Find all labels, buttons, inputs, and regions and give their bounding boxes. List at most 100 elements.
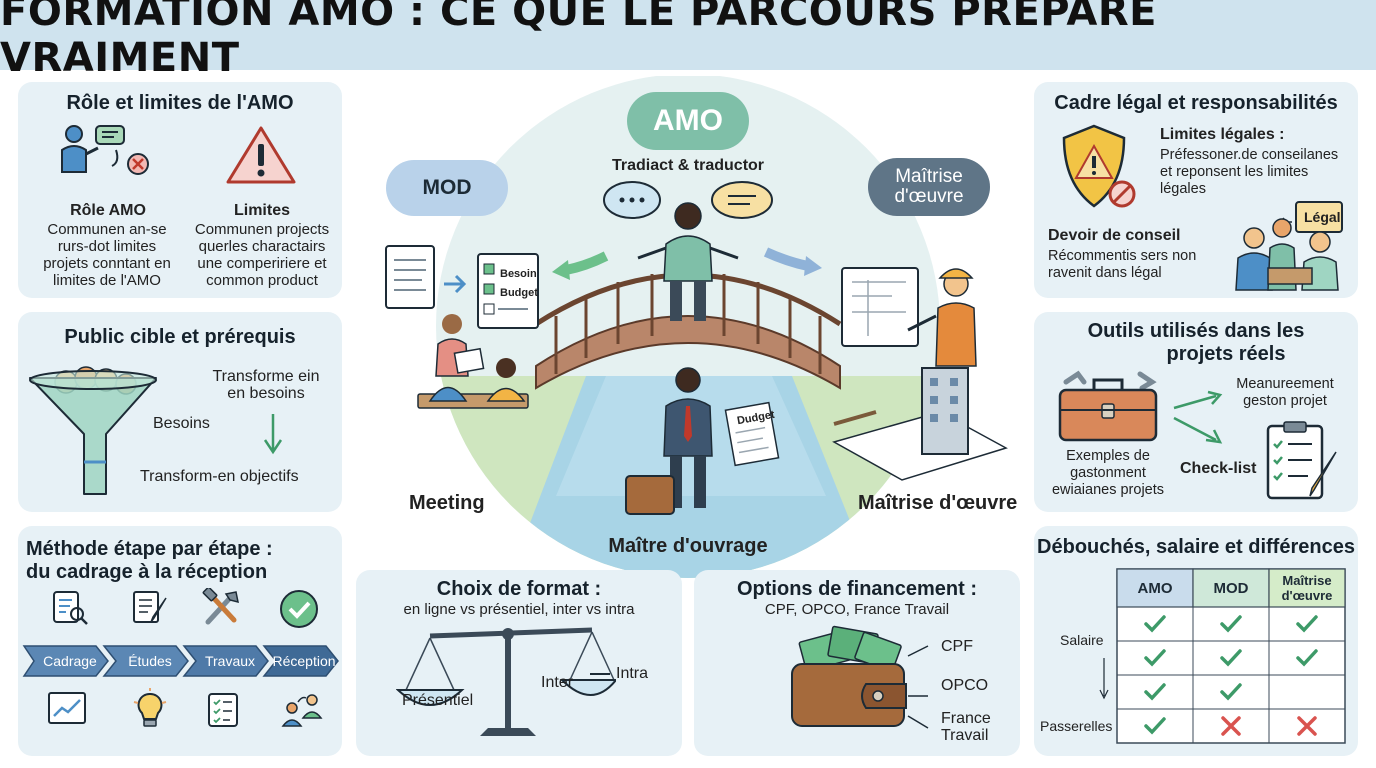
clipboard-search-icon [53, 591, 88, 625]
transform-text-line: Transforme ein [212, 368, 320, 385]
presentiel-label: Présentiel [402, 692, 474, 709]
check-circle-icon [280, 590, 318, 628]
table-cell [1268, 708, 1346, 744]
measure-text-line: geston projet [1243, 393, 1327, 409]
arrow-down-icon [263, 414, 283, 455]
jobs-panel: Débouchés, salaire et différences Salair… [1034, 526, 1358, 756]
check-icon [1220, 649, 1242, 667]
limits-text-line: une compeririere et [197, 255, 327, 272]
tools-title-line: Outils utilisés dans les [1087, 320, 1305, 342]
toolbox-icon [1058, 370, 1158, 442]
mod-pill: MOD [386, 160, 508, 216]
tools-panel: Outils utilisés dans les projets réels M… [1034, 312, 1358, 512]
duty-title: Devoir de conseil [1048, 227, 1181, 244]
mo-label: Maître d'ouvrage [608, 535, 768, 557]
doc-budget-label: Budget [500, 287, 538, 299]
role-amo-text: Communen an-se rurs-dot limites projets … [22, 221, 192, 289]
page-title: FORMATION AMO : CE QUE LE PARCOURS PRÉPA… [0, 0, 1157, 81]
limits-label: Limites [233, 202, 290, 219]
check-icon [1296, 649, 1318, 667]
amo-pill: AMO [627, 92, 749, 150]
role-amo-text-line: Communen an-se [47, 221, 167, 238]
legal-limits-title: Limites légales : [1160, 126, 1285, 143]
check-icon [1144, 649, 1166, 667]
tools-icon [202, 588, 239, 625]
funding-panel-title: Options de financement : [736, 578, 978, 600]
france-travail-line: France [941, 710, 991, 727]
row-arrow-icon [1099, 658, 1109, 700]
table-header-label: Maîtrise [1282, 573, 1331, 588]
clipboard-checklist-icon [1266, 421, 1337, 500]
table-header-label: d'œuvre [1282, 588, 1333, 603]
public-panel-title: Public cible et prérequis [64, 326, 296, 348]
passerelles-label: Passerelles [1040, 718, 1113, 734]
needs-label: Besoins [153, 415, 210, 432]
step-travaux: Travaux [204, 653, 256, 669]
legal-limits-line: légales [1160, 181, 1206, 197]
check-icon [1296, 615, 1318, 633]
role-amo-text-line: rurs-dot limites [57, 238, 157, 255]
legal-sign-label: Légal [1304, 209, 1341, 225]
opco-label: OPCO [941, 677, 989, 694]
lightbulb-icon [133, 688, 167, 727]
transform-text-line: en besoins [227, 385, 305, 402]
step-chevrons [22, 645, 339, 677]
check-icon [1220, 615, 1242, 633]
center-illustration [385, 76, 1008, 578]
page-header: FORMATION AMO : CE QUE LE PARCOURS PRÉPA… [0, 0, 1376, 81]
translator-label: Tradiact & traductor [611, 157, 765, 174]
france-travail-line: Travail [941, 727, 989, 744]
examples-text-line: ewiaianes projets [1051, 482, 1165, 498]
legal-panel: Cadre légal et responsabilités Limites l… [1034, 82, 1358, 298]
funding-subtitle: CPF, OPCO, France Travail [764, 601, 950, 618]
legal-panel-title: Cadre légal et responsabilités [1054, 92, 1338, 114]
limits-text-line: Communen projects [194, 221, 330, 238]
format-panel: Choix de format : en ligne vs présentiel… [356, 570, 682, 756]
format-panel-title: Choix de format : [436, 578, 602, 600]
step-reception: Réception [272, 653, 336, 669]
measure-text: Meanureement geston projet [1230, 376, 1340, 410]
table-header-label: AMO [1138, 580, 1173, 597]
duty-text: Récommentis sers non ravenit dans légal [1048, 248, 1196, 282]
meeting-label: Meeting [409, 492, 485, 514]
checklist-label: Check-list [1180, 460, 1257, 477]
role-amo-text-line: limites de l'AMO [53, 272, 161, 289]
limits-text: Communen projects querles charactairs un… [182, 221, 342, 289]
role-person-icon [61, 125, 149, 175]
salary-label: Salaire [1060, 632, 1104, 648]
arrows-icon [1173, 390, 1223, 444]
warning-icon [226, 126, 296, 184]
check-icon [1144, 615, 1166, 633]
legal-limits-line: Préfessoner.de conseilanes [1160, 147, 1339, 163]
duty-text-line: Récommentis sers non [1048, 248, 1197, 264]
step-cadrage: Cadrage [43, 653, 97, 669]
shield-warning-icon [1062, 124, 1136, 208]
cross-icon [1221, 716, 1241, 736]
mod-pill-label: MOD [422, 176, 472, 199]
objectives-label: Transform-en objectifs [140, 468, 299, 485]
table-header-cell: MOD [1192, 568, 1270, 608]
moe-pill-line: d'œuvre [894, 186, 964, 207]
moe-bottom-label: Maîtrise d'œuvre [858, 492, 1018, 514]
cpf-label: CPF [941, 638, 973, 655]
tools-panel-title: Outils utilisés dans les projets réels [1034, 320, 1358, 366]
check-icon [1220, 683, 1242, 701]
funnel-icon [29, 366, 157, 495]
team-handover-icon [281, 694, 323, 727]
advisors-desk-icon [1235, 201, 1343, 291]
method-title-line: du cadrage à la réception [26, 561, 268, 583]
legal-limits-line: et reponsent les limites [1160, 164, 1309, 180]
intra-connector [590, 673, 610, 675]
moe-pill: Maîtrise d'œuvre [868, 158, 990, 216]
funding-panel: Options de financement : CPF, OPCO, Fran… [694, 570, 1020, 756]
method-panel: Méthode étape par étape : du cadrage à l… [18, 526, 342, 756]
examples-text-line: gastonment [1070, 465, 1146, 481]
format-subtitle: en ligne vs présentiel, inter vs intra [403, 601, 635, 618]
checklist-icon [208, 693, 238, 727]
role-panel-title: Rôle et limites de l'AMO [66, 92, 294, 114]
doc-needs-label: Besoin [500, 268, 537, 280]
measure-text-line: Meanureement [1236, 376, 1334, 392]
cross-icon [1297, 716, 1317, 736]
duty-text-line: ravenit dans légal [1048, 265, 1162, 281]
